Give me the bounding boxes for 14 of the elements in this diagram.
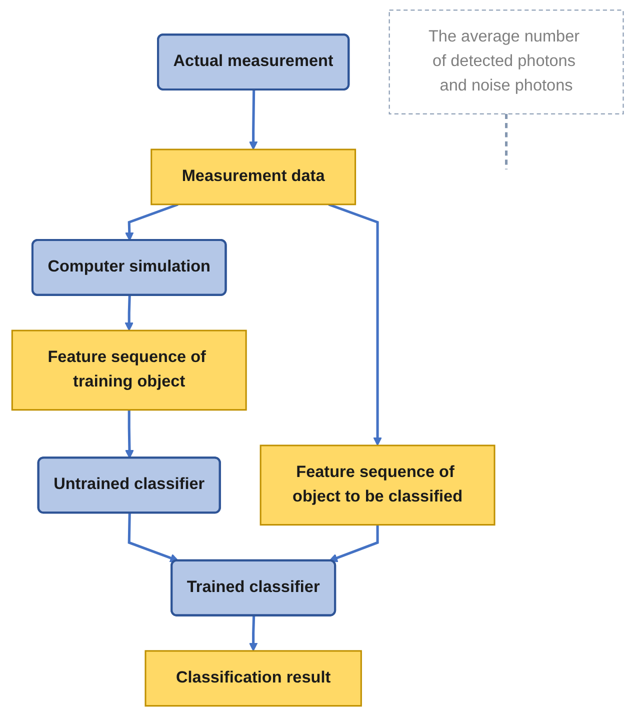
arrow	[248, 90, 258, 150]
connector	[504, 114, 508, 170]
node-box: Classification result	[144, 650, 362, 707]
node-box: Measurement data	[150, 148, 356, 206]
arrow	[248, 616, 258, 652]
node-box: Feature sequence of object to be classified	[260, 444, 496, 526]
arrow	[328, 524, 379, 562]
arrow	[124, 203, 178, 241]
arrow	[328, 203, 382, 446]
node-box: The average number of detected photons and noise photons	[388, 10, 624, 114]
node-box: Feature sequence of training object	[11, 330, 247, 411]
arrow	[124, 410, 134, 459]
arrow	[128, 513, 179, 562]
arrow	[124, 295, 134, 331]
